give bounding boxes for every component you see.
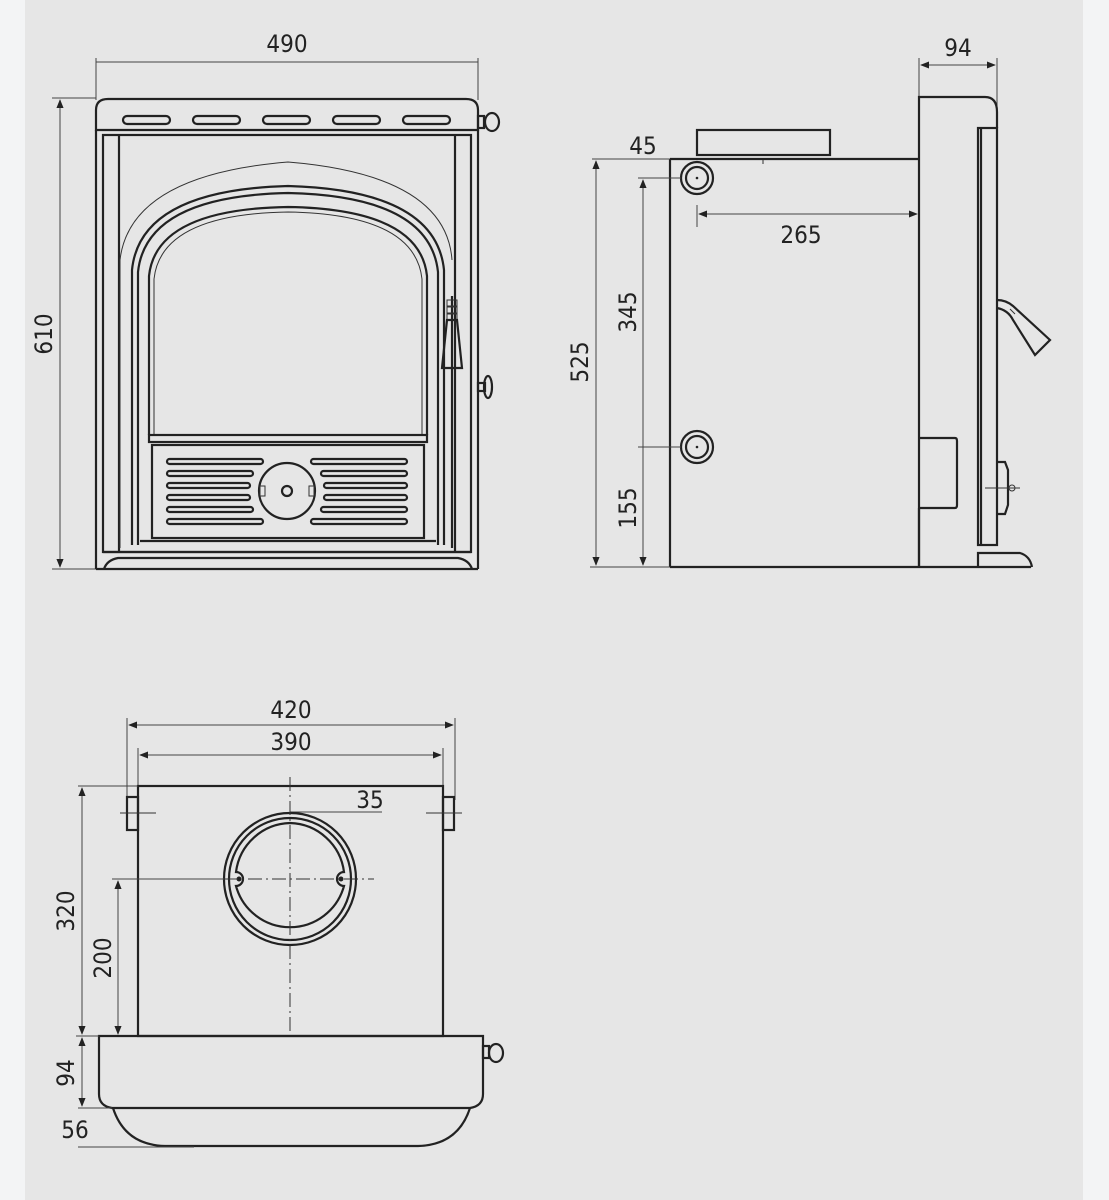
side-depth-label: 94	[944, 34, 971, 62]
front-width-label: 490	[266, 30, 307, 58]
inner-width-label: 390	[270, 728, 311, 756]
air-control-dial-icon	[257, 461, 317, 521]
upper-spigot-icon	[679, 160, 715, 196]
spigot-distance-label: 265	[780, 221, 821, 249]
lower-spigot-icon	[679, 429, 715, 465]
side-door-handle-icon	[996, 298, 1052, 357]
grille-slats	[165, 457, 409, 526]
front-depth-label: 94	[52, 1059, 80, 1086]
overall-height-label: 525	[566, 341, 594, 382]
body-depth-label: 320	[52, 890, 80, 931]
lug-offset-label: 35	[356, 786, 383, 814]
hearth-projection-label: 56	[61, 1116, 88, 1144]
front-height-label: 610	[30, 313, 58, 354]
top-knob-icon	[476, 111, 501, 133]
outer-width-label: 420	[270, 696, 311, 724]
upper-spigot-height-label: 345	[614, 291, 642, 332]
side-offset-label: 45	[629, 132, 656, 160]
door-handle-icon	[440, 296, 464, 548]
side-view: 94	[566, 34, 1052, 569]
front-knob-icon	[481, 1042, 505, 1064]
front-view: 490 610	[30, 30, 501, 571]
drawing-sheet	[25, 0, 1083, 1200]
top-view: 420 390 35 320 200	[52, 696, 505, 1148]
flue-centre-label: 200	[89, 937, 117, 978]
side-knob-icon	[476, 374, 494, 400]
lower-spigot-height-label: 155	[614, 487, 642, 528]
side-control-knob-icon	[985, 460, 1020, 516]
